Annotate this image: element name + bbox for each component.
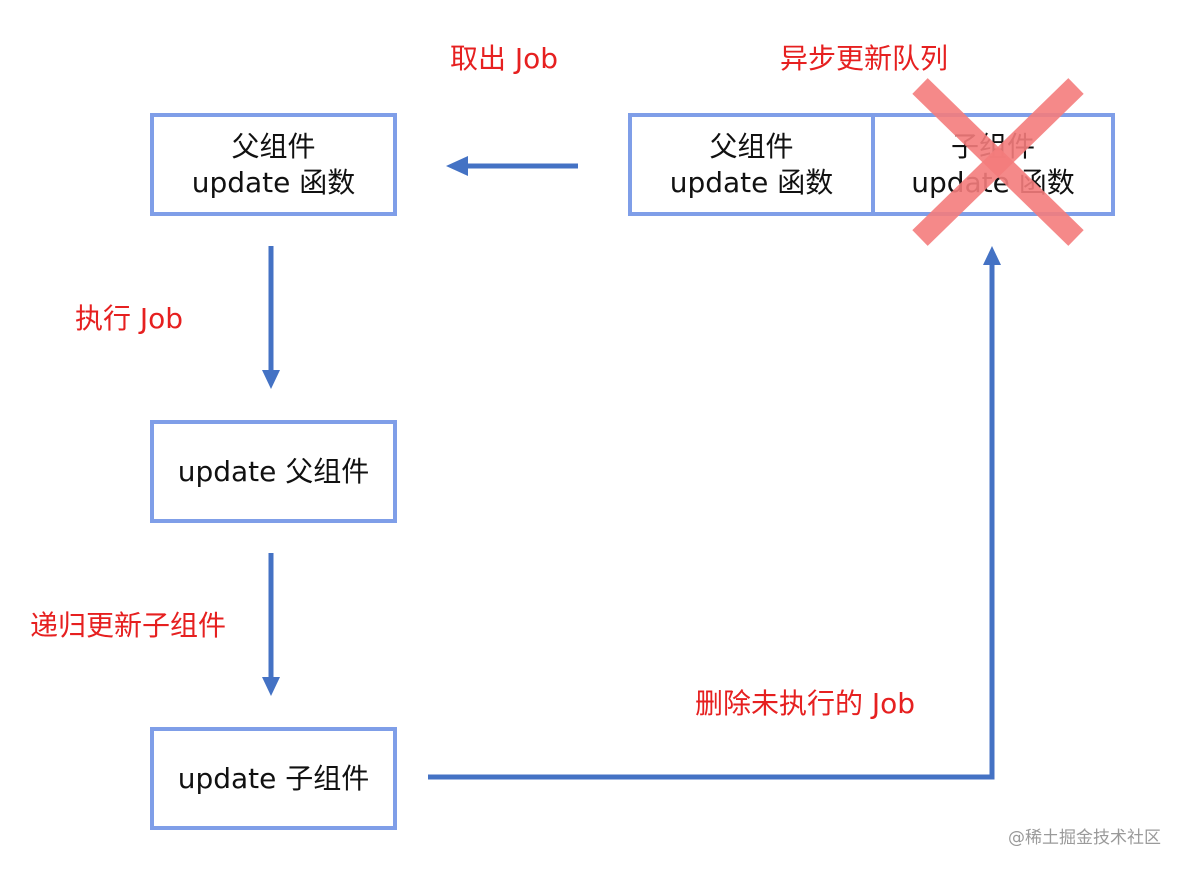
box-line-1: 父组件: [231, 129, 316, 163]
label-delete-job: 删除未执行的 Job: [695, 687, 916, 720]
box-text: update 子组件: [177, 761, 370, 795]
label-async-queue: 异步更新队列: [780, 42, 949, 75]
watermark: @稀土掘金技术社区: [1008, 828, 1161, 848]
box-line-2: update 函数: [669, 165, 834, 199]
label-run-job: 执行 Job: [75, 302, 184, 335]
parent-update-function-box: 父组件 update 函数: [150, 113, 397, 216]
label-take-job: 取出 Job: [450, 42, 559, 75]
label-recursive-update: 递归更新子组件: [30, 609, 227, 642]
arrow-run-job: [262, 246, 280, 389]
box-line-2: update 函数: [191, 165, 356, 199]
update-child-box: update 子组件: [150, 727, 397, 830]
update-parent-box: update 父组件: [150, 420, 397, 523]
arrow-recursive-update: [262, 553, 280, 696]
box-text: update 父组件: [177, 454, 370, 488]
box-line-1: 父组件: [709, 129, 794, 163]
arrow-delete-job: [428, 246, 1001, 780]
arrow-take-job: [446, 156, 578, 176]
queue-parent-job-box: 父组件 update 函数: [628, 113, 875, 216]
